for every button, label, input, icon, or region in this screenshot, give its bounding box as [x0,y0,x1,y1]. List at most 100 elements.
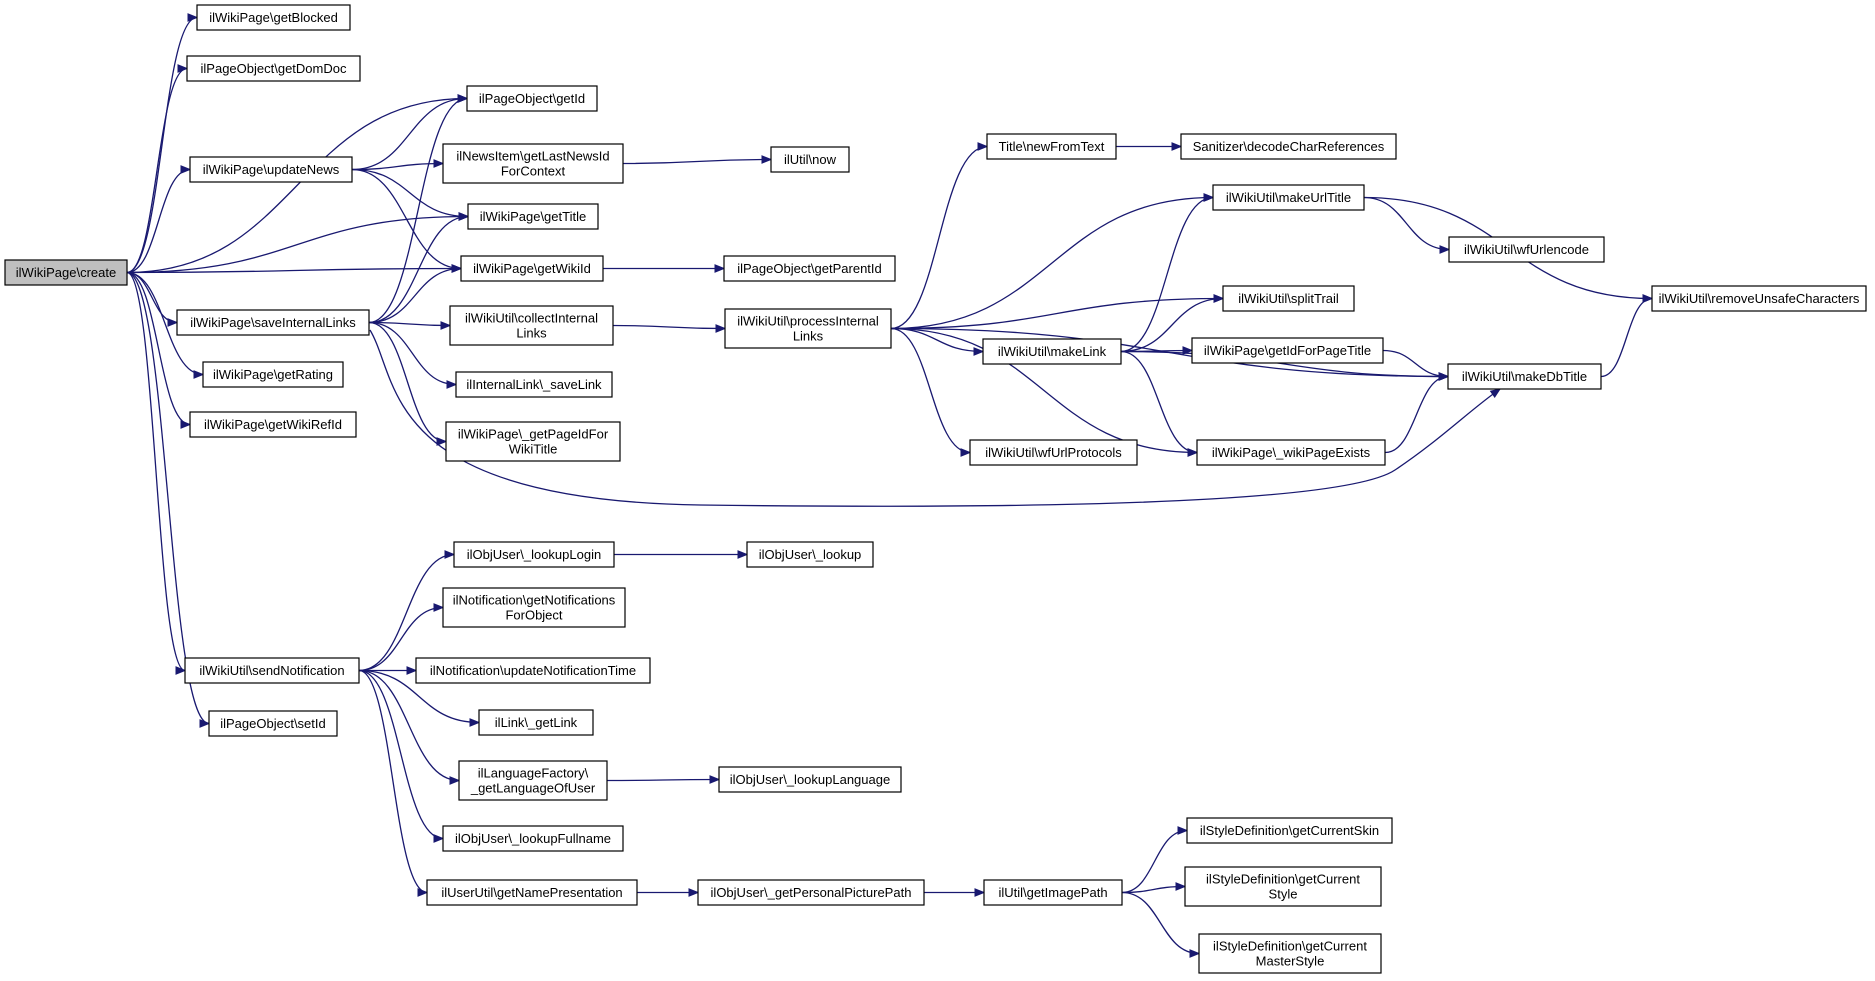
node-box [724,308,892,349]
node-ilwikipage-create[interactable]: ilWikiPage\create [4,259,128,286]
node-label: ilObjUser\_lookupFullname [455,831,611,846]
node-box [453,541,615,568]
node-ilwikiutil-removeunsafecharacters[interactable]: ilWikiUtil\removeUnsafeCharacters [1651,285,1867,312]
node-box [986,133,1117,160]
node-label: ilStyleDefinition\getCurrent [1213,939,1367,954]
node-ilutil-getimagepath[interactable]: ilUtil\getImagePath [983,879,1123,906]
node-ilwikiutil-makeurltitle[interactable]: ilWikiUtil\makeUrlTitle [1212,184,1365,211]
node-ilwikiutil-wfurlprotocols[interactable]: ilWikiUtil\wfUrlProtocols [969,439,1138,466]
node-iluserutil-getnamepresentation[interactable]: ilUserUtil\getNamePresentation [426,879,638,906]
node-label: ilWikiPage\getRating [213,367,333,382]
node-box [455,371,613,398]
edge-ilwikiutil-sendnotification-to-ilobjuser-lookupfullname [358,669,445,843]
node-illink-getlink[interactable]: ilLink\_getLink [478,709,594,736]
node-ilwikiutil-splittrail[interactable]: ilWikiUtil\splitTrail [1222,285,1355,312]
node-ilobjuser-getpersonalpicturepath[interactable]: ilObjUser\_getPersonalPicturePath [697,879,925,906]
node-ilpageobject-setid[interactable]: ilPageObject\setId [208,710,338,737]
node-label: _getLanguageOfUser [470,781,596,796]
node-box [442,587,626,628]
node-ilpageobject-getparentid[interactable]: ilPageObject\getParentId [723,255,896,282]
edge-ilwikipage-create-to-ilpageobject-setid [126,271,211,728]
node-label: ForContext [501,164,566,179]
node-label: ilUserUtil\getNamePresentation [441,885,622,900]
node-ilpageobject-getid[interactable]: ilPageObject\getId [466,85,598,112]
node-ilwikiutil-makelink[interactable]: ilWikiUtil\makeLink [982,338,1122,365]
node-box [1186,817,1393,844]
node-label: ilWikiPage\create [16,265,116,280]
node-label: ilNotification\getNotifications [453,593,616,608]
node-label: ilWikiPage\getWikiRefId [204,417,342,432]
node-box [184,657,360,684]
node-ilwikipage-getwikirefid[interactable]: ilWikiPage\getWikiRefId [189,411,357,438]
node-ilpageobject-getdomdoc[interactable]: ilPageObject\getDomDoc [186,55,361,82]
node-label: ilStyleDefinition\getCurrentSkin [1200,823,1379,838]
node-box [1180,133,1397,160]
edge-ilwikipage-create-to-ilwikipage-getrating [126,271,205,379]
node-ilobjuser-lookuplogin[interactable]: ilObjUser\_lookupLogin [453,541,615,568]
node-box [1212,184,1365,211]
edge-ilwikiutil-makelink-to-ilwikiutil-splittrail [1120,294,1225,353]
node-ilwikiutil-sendnotification[interactable]: ilWikiUtil\sendNotification [184,657,360,684]
node-ilwikipage-wikipageexists[interactable]: ilWikiPage\_wikiPageExists [1196,439,1386,466]
node-label: ilObjUser\_lookupLogin [467,547,601,562]
node-illanguagefactory-getlanguageofuser[interactable]: ilLanguageFactory\_getLanguageOfUser [458,760,608,801]
edge-ilwikipage-create-to-ilpageobject-getid [126,94,469,274]
node-box [189,411,357,438]
node-ilwikipage-getrating[interactable]: ilWikiPage\getRating [202,361,344,388]
node-label: ilPageObject\setId [220,716,326,731]
node-ilobjuser-lookup[interactable]: ilObjUser\_lookup [746,541,874,568]
edge-ilwikiutil-makelink-to-ilwikiutil-makeurltitle [1120,193,1215,353]
node-box [1184,866,1382,907]
edge-ilwikipage-create-to-ilwikipage-updatenews [126,165,192,274]
node-ilwikipage-saveinternallinks[interactable]: ilWikiPage\saveInternalLinks [176,309,370,336]
edge-ilwikipage-saveinternallinks-to-ilwikipage-getwikiid [368,264,463,324]
node-ilwikipage-getidforpagetitle[interactable]: ilWikiPage\getIdForPageTitle [1191,337,1384,364]
node-ilwikipage-getwikiid[interactable]: ilWikiPage\getWikiId [460,255,604,282]
edge-ilnewsitem-getlastnewsidforcontext-to-ilutil-now [622,155,773,165]
edge-ilobjuser-lookuplogin-to-ilobjuser-lookup [613,550,749,559]
node-ilobjuser-lookuplanguage[interactable]: ilObjUser\_lookupLanguage [718,766,902,793]
node-label: WikiTitle [509,442,558,457]
node-ilwikipage-getblocked[interactable]: ilWikiPage\getBlocked [196,4,351,31]
node-label: ilObjUser\_lookupLanguage [730,772,890,787]
node-ilinternallink-savelink[interactable]: ilInternalLink\_saveLink [455,371,613,398]
edge-ilwikipage-create-to-ilpageobject-getdomdoc [126,64,189,274]
node-ilnotification-updatenotificationtime[interactable]: ilNotification\updateNotificationTime [415,657,651,684]
node-box [202,361,344,388]
node-ilwikiutil-makedbtitle[interactable]: ilWikiUtil\makeDbTitle [1447,363,1602,390]
node-label: ilWikiUtil\wfUrlencode [1464,242,1589,257]
node-box [478,709,594,736]
node-box [445,421,621,462]
node-label: ilPageObject\getId [479,91,585,106]
node-label: ilNotification\updateNotificationTime [430,663,636,678]
node-title-newfromtext[interactable]: Title\newFromText [986,133,1117,160]
node-box [697,879,925,906]
node-label: ilWikiPage\getWikiId [473,261,591,276]
node-sanitizer-decodecharreferences[interactable]: Sanitizer\decodeCharReferences [1180,133,1397,160]
edge-title-newfromtext-to-sanitizer-decodecharreferences [1115,142,1183,151]
node-label: ilWikiPage\_getPageIdFor [458,427,609,442]
edge-ilwikiutil-sendnotification-to-ilnotification-getnotificationsforobject [358,603,445,672]
node-ilobjuser-lookupfullname[interactable]: ilObjUser\_lookupFullname [442,825,624,852]
node-box [770,146,850,173]
edge-ilwikipage-create-to-ilwikiutil-sendnotification [126,271,187,675]
node-label: ilWikiUtil\collectInternal [465,311,598,326]
edge-ilwikiutil-sendnotification-to-iluserutil-getnamepresentation [358,669,429,897]
node-ilwikipage-gettitle[interactable]: ilWikiPage\getTitle [467,203,599,230]
node-ilstyledefinition-getcurrentskin[interactable]: ilStyleDefinition\getCurrentSkin [1186,817,1393,844]
node-ilwikiutil-wfurlencode[interactable]: ilWikiUtil\wfUrlencode [1448,236,1605,263]
node-ilwikipage-updatenews[interactable]: ilWikiPage\updateNews [189,156,353,183]
edge-ilwikipage-saveinternallinks-to-ilpageobject-getid [368,94,469,324]
node-label: Links [516,326,547,341]
node-label: Sanitizer\decodeCharReferences [1193,139,1385,154]
node-ilutil-now[interactable]: ilUtil\now [770,146,850,173]
edge-ilwikipage-getwikiid-to-ilpageobject-getparentid [603,264,726,273]
